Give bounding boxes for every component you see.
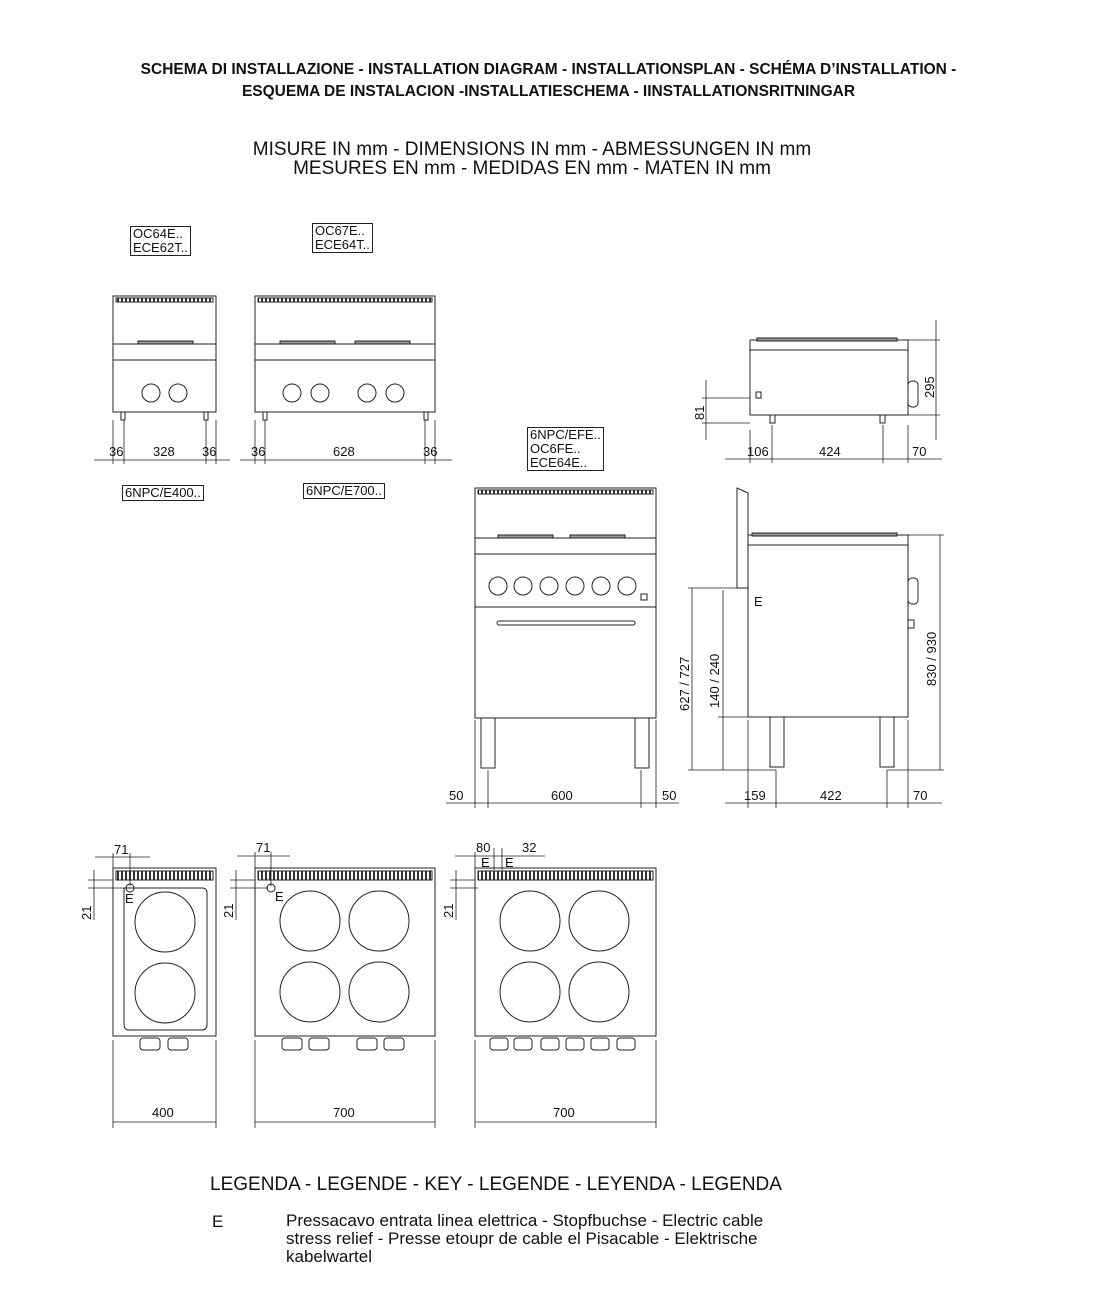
oven-front-view xyxy=(474,487,657,769)
dim-81: 81 xyxy=(692,406,707,420)
legend-key: E xyxy=(212,1212,224,1231)
small-unit-front-view xyxy=(112,295,217,421)
dim-159: 159 xyxy=(744,788,766,803)
plan-view-small xyxy=(112,867,217,1051)
dim-424: 424 xyxy=(819,444,841,459)
plan-view-large-1 xyxy=(254,867,436,1051)
dim-71-b: 71 xyxy=(256,840,270,855)
model-label-small-top: OC64E.. ECE62T.. xyxy=(130,226,191,256)
header-line-2: ESQUEMA DE INSTALACION -INSTALLATIESCHEM… xyxy=(241,83,856,100)
dim-80: 80 xyxy=(476,840,490,855)
side-view-top-unit xyxy=(749,337,919,424)
dim-328: 328 xyxy=(153,444,175,459)
dim-600: 600 xyxy=(551,788,573,803)
dim-830-930: 830 / 930 xyxy=(924,632,939,686)
cable-entry-e-oven-2: E xyxy=(505,855,514,870)
dim-36-a: 36 xyxy=(109,444,123,459)
dim-70-bottom: 70 xyxy=(913,788,927,803)
dim-36-b: 36 xyxy=(202,444,216,459)
dim-36-c: 36 xyxy=(251,444,265,459)
model-label-large-top: OC67E.. ECE64T.. xyxy=(312,223,373,253)
plan-view-large-2 xyxy=(474,867,657,1051)
cable-entry-e-side: E xyxy=(754,594,763,609)
dim-21-a: 21 xyxy=(79,906,94,920)
header-line-1: SCHEMA DI INSTALLAZIONE - INSTALLATION D… xyxy=(140,61,957,78)
dim-106: 106 xyxy=(747,444,769,459)
model-label-small-bottom: 6NPC/E400.. xyxy=(122,485,204,501)
dim-422: 422 xyxy=(820,788,842,803)
dim-295: 295 xyxy=(922,376,937,398)
dim-21-c: 21 xyxy=(441,904,456,918)
dim-71-a: 71 xyxy=(114,842,128,857)
dim-36-d: 36 xyxy=(423,444,437,459)
dim-50-right: 50 xyxy=(662,788,676,803)
units-line-1: MISURE IN mm - DIMENSIONS IN mm - ABMESS… xyxy=(252,139,812,160)
model-label-large-bottom: 6NPC/E700.. xyxy=(303,483,385,499)
dim-700-a: 700 xyxy=(333,1105,355,1120)
dim-50-left: 50 xyxy=(449,788,463,803)
model-label-oven: 6NPC/EFE.. OC6FE.. ECE64E.. xyxy=(527,427,604,471)
dim-21-b: 21 xyxy=(221,904,236,918)
oven-side-view xyxy=(736,487,919,768)
legend-description: Pressacavo entrata linea elettrica - Sto… xyxy=(286,1211,764,1266)
dim-70-top: 70 xyxy=(912,444,926,459)
legend-title: LEGENDA - LEGENDE - KEY - LEGENDE - LEYE… xyxy=(210,1174,782,1195)
dim-400: 400 xyxy=(152,1105,174,1120)
cable-entry-e-oven-1: E xyxy=(481,855,490,870)
dim-628: 628 xyxy=(333,444,355,459)
cable-entry-e-small: E xyxy=(125,891,134,906)
units-line-2: MESURES EN mm - MEDIDAS EN mm - MATEN IN… xyxy=(293,158,771,179)
dim-140-240: 140 / 240 xyxy=(707,654,722,708)
dim-627-727: 627 / 727 xyxy=(677,657,692,711)
large-unit-front-view xyxy=(254,295,436,421)
cable-entry-e-large: E xyxy=(275,889,284,904)
dim-32: 32 xyxy=(522,840,536,855)
dim-700-b: 700 xyxy=(553,1105,575,1120)
